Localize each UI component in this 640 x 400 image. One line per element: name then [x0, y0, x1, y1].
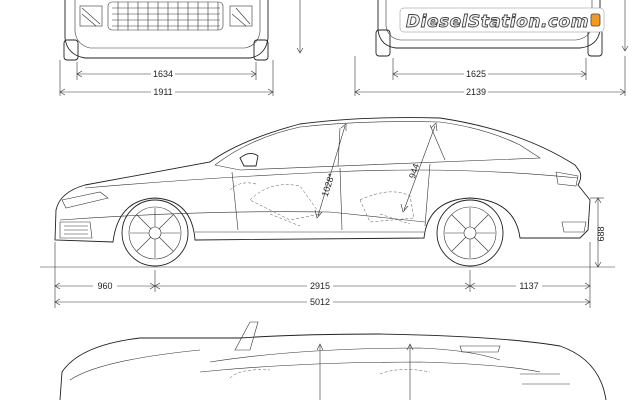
front-view [63, 0, 304, 61]
rear-width-label: 2139 [466, 87, 486, 97]
front-width-label: 1911 [153, 87, 172, 97]
rear-track-label: 1625 [466, 69, 486, 79]
side-view: 1028* 944 [40, 117, 615, 268]
front-overhang-label: 960 [97, 281, 112, 291]
rear-overhang-label: 1137 [519, 281, 538, 291]
front-track-label: 1634 [153, 69, 173, 79]
watermark-logo: DieselStation.com [399, 7, 605, 32]
overall-length-label: 5012 [310, 297, 330, 307]
wheelbase-label: 2915 [310, 281, 330, 291]
rear-dimension-lines: 1625 2139 [354, 56, 626, 97]
rear-wheel [436, 199, 504, 267]
rear-headroom-label: 944 [407, 162, 421, 179]
top-view [59, 321, 607, 400]
side-dimension-lines: 960 2915 1137 5012 688 [54, 197, 606, 308]
front-headroom-label: 1028* [320, 172, 337, 198]
front-dimension-lines: 1634 1911 [59, 60, 274, 97]
height-label: 688 [596, 226, 606, 241]
front-grille-mesh [112, 2, 220, 30]
watermark-text: DieselStation.com [406, 12, 589, 32]
front-wheel [121, 199, 189, 267]
